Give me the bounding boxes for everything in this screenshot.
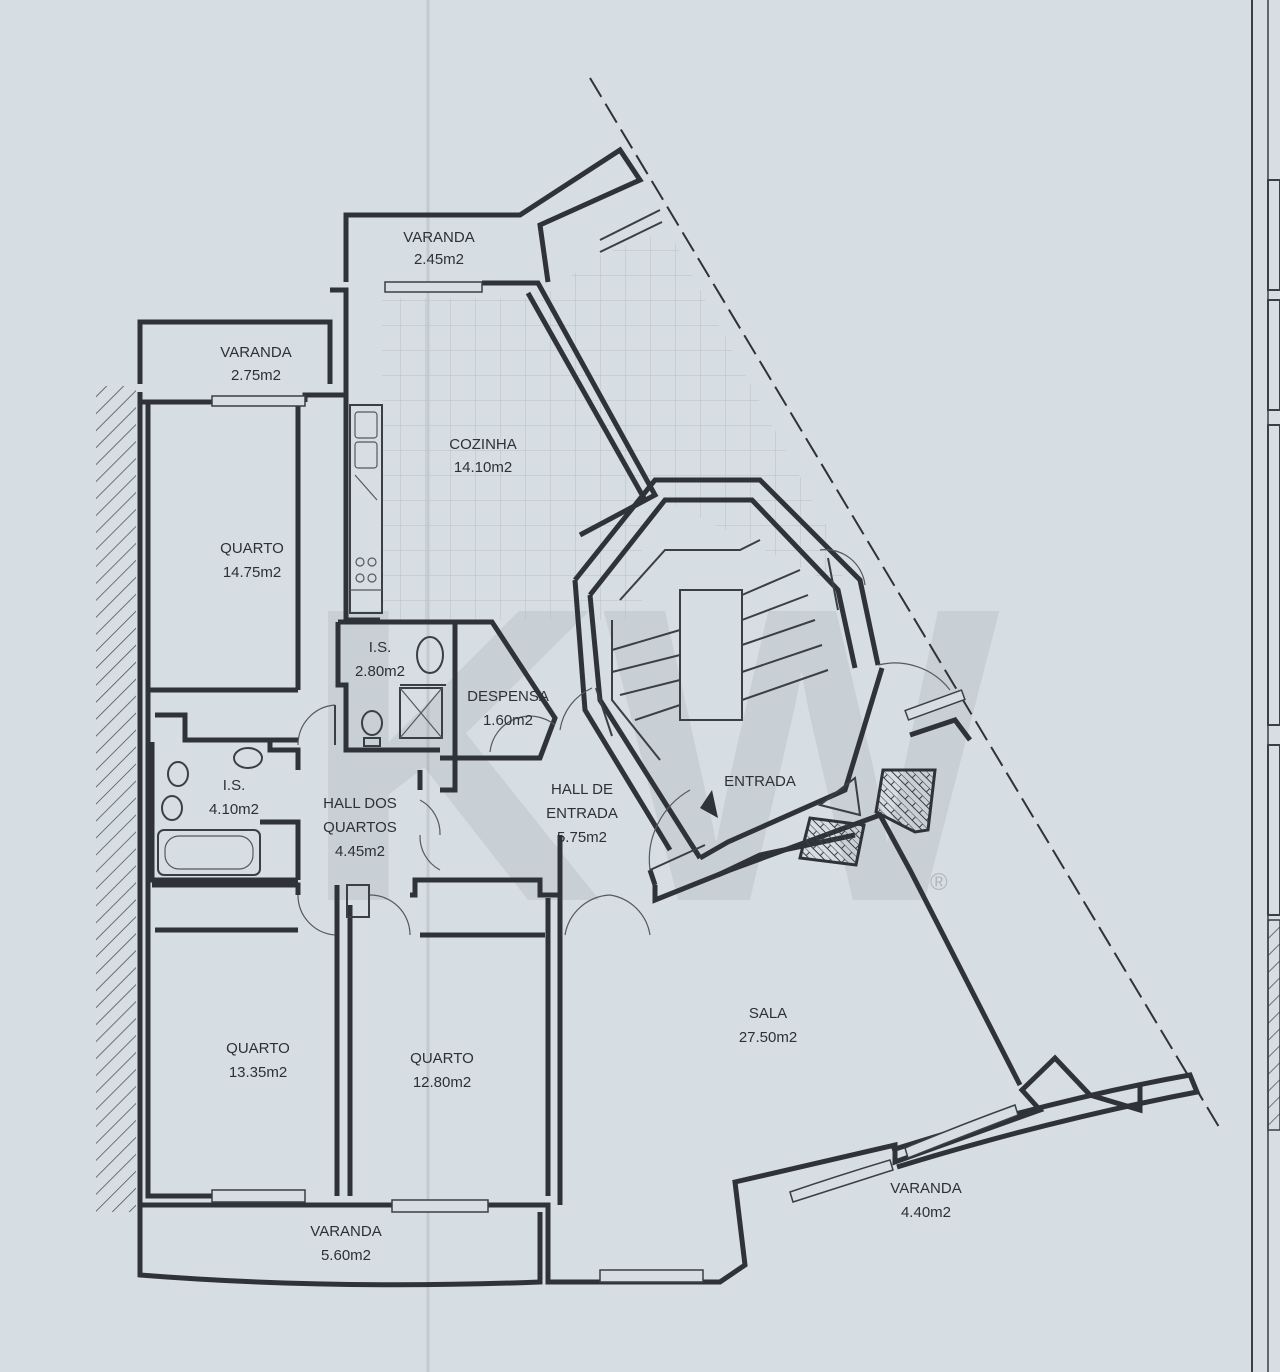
cozinha-name: COZINHA	[449, 436, 517, 453]
varanda-bottom-area: 5.60m2	[321, 1247, 371, 1264]
quarto-2-name: QUARTO	[226, 1040, 290, 1057]
is-small-name: I.S.	[369, 639, 392, 656]
registered-mark: ®	[930, 869, 948, 896]
sala-area: 27.50m2	[739, 1029, 797, 1046]
kitchen-counter	[349, 404, 383, 614]
stove-burner-icon	[367, 557, 377, 567]
quarto-3-area: 12.80m2	[413, 1074, 471, 1091]
sink-icon	[354, 441, 378, 469]
hall-quartos-line1: HALL DOS	[323, 795, 397, 812]
despensa-name: DESPENSA	[467, 688, 549, 705]
brick-column	[874, 768, 937, 834]
is-large-name: I.S.	[223, 777, 246, 794]
exterior-walls	[137, 280, 1143, 1285]
toilet-icon	[361, 710, 383, 736]
entrada-name: ENTRADA	[724, 773, 796, 790]
interior-walls	[148, 300, 1023, 1205]
stove-burner-icon	[355, 573, 365, 583]
stove-burner-icon	[355, 557, 365, 567]
staircase	[611, 539, 829, 818]
sink-icon	[354, 411, 378, 439]
terrace-tiles	[545, 230, 845, 590]
varanda-right-area: 4.40m2	[901, 1204, 951, 1221]
cozinha-area: 14.10m2	[454, 459, 512, 476]
property-line	[589, 77, 1223, 1133]
varanda-bottom-name: VARANDA	[310, 1223, 381, 1240]
sala-name: SALA	[749, 1005, 787, 1022]
hall-entrada-line1: HALL DE	[551, 781, 613, 798]
varanda-left-name: VARANDA	[220, 344, 291, 361]
hall-entrada-area: 5.75m2	[557, 829, 607, 846]
bathtub-icon	[157, 829, 261, 876]
is-large-area: 4.10m2	[209, 801, 259, 818]
varanda-top-name: VARANDA	[403, 229, 474, 246]
shower-tray-icon	[399, 687, 443, 739]
hall-quartos-line2: QUARTOS	[323, 819, 397, 836]
bathroom-fixtures	[157, 636, 444, 876]
stove-burner-icon	[367, 573, 377, 583]
column-triangle	[817, 776, 862, 817]
quarto-2-area: 13.35m2	[229, 1064, 287, 1081]
despensa-area: 1.60m2	[483, 712, 533, 729]
varanda-right-name: VARANDA	[890, 1180, 961, 1197]
toilet-icon	[167, 761, 189, 787]
varanda-top-area: 2.45m2	[414, 251, 464, 268]
is-small-area: 2.80m2	[355, 663, 405, 680]
washbasin-icon	[416, 636, 444, 674]
hall-quartos-area: 4.45m2	[335, 843, 385, 860]
room-labels: VARANDA 2.45m2 VARANDA 2.75m2 COZINHA 14…	[209, 229, 962, 1264]
stair-arrow-icon	[700, 790, 718, 818]
brick-column	[798, 816, 866, 867]
windows	[211, 209, 1019, 1283]
doors	[297, 549, 951, 936]
neighbour-wall-hatch	[96, 386, 136, 1212]
bidet-icon	[161, 795, 183, 821]
hall-entrada-line2: ENTRADA	[546, 805, 618, 822]
quarto-1-area: 14.75m2	[223, 564, 281, 581]
quarto-1-name: QUARTO	[220, 540, 284, 557]
washbasin-icon	[233, 747, 263, 769]
varanda-left-area: 2.75m2	[231, 367, 281, 384]
quarto-3-name: QUARTO	[410, 1050, 474, 1067]
